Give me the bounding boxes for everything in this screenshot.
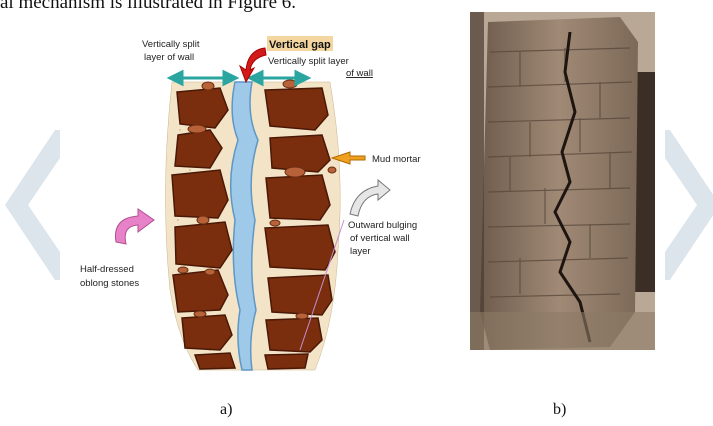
previous-arrow-icon[interactable] bbox=[0, 130, 60, 280]
stones-label-line1: Half-dressed bbox=[80, 264, 134, 275]
figure-a-caption: a) bbox=[220, 401, 232, 419]
wall-diagram: Vertical gap Vertically split layer of w… bbox=[60, 20, 470, 380]
stones-label-line2: oblong stones bbox=[80, 278, 139, 289]
vertical-gap-label: Vertical gap bbox=[269, 39, 331, 51]
figure-b-caption: b) bbox=[553, 401, 566, 419]
split-left-label-line2: layer of wall bbox=[144, 52, 194, 63]
split-left-label-line1: Vertically split bbox=[142, 39, 200, 50]
bulging-arrow bbox=[350, 180, 390, 216]
next-arrow-icon[interactable] bbox=[665, 130, 713, 280]
wall-photo bbox=[470, 12, 655, 350]
split-right-label-line1: Vertically split layer bbox=[268, 56, 349, 67]
mud-mortar-label: Mud mortar bbox=[372, 154, 421, 165]
body-text-fragment: al mechanism is illustrated in Figure 6. bbox=[0, 0, 296, 14]
bulging-label-line2: of vertical wall bbox=[350, 233, 410, 244]
bulging-label-line1: Outward bulging bbox=[348, 220, 417, 231]
bulging-label-line3: layer bbox=[350, 246, 371, 257]
split-right-label-line2: of wall bbox=[346, 68, 373, 79]
stones-arrow bbox=[115, 209, 154, 244]
